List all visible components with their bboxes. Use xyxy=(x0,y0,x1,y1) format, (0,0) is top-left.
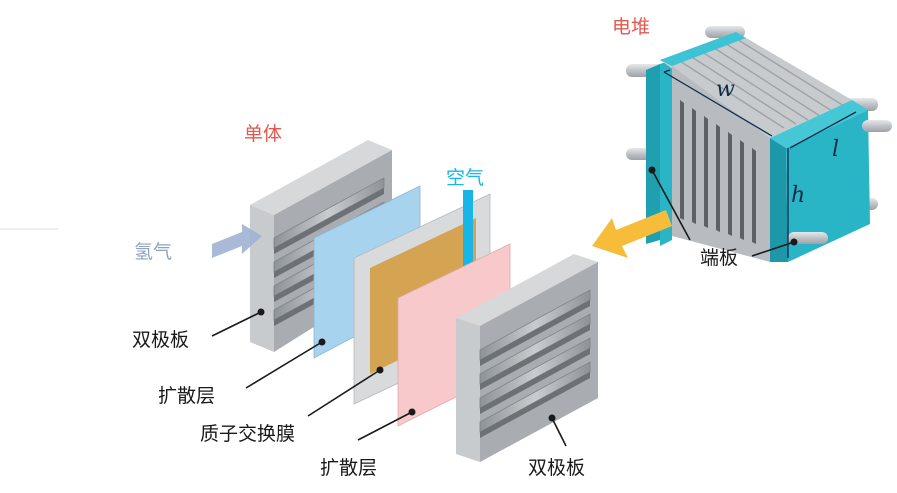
stack-front-face xyxy=(672,66,770,262)
stack-top-face xyxy=(660,32,852,138)
stack-group: w l h xyxy=(626,26,892,262)
stack-top-stripes xyxy=(671,35,845,129)
stack-end-plate-left xyxy=(646,64,660,244)
dimension-width-line xyxy=(663,69,773,137)
dimension-height-label: h xyxy=(791,183,805,208)
dimension-width-label: w xyxy=(716,77,735,102)
stack-end-plate-right-front xyxy=(770,138,788,262)
membrane-label: 质子交换膜 xyxy=(200,423,295,445)
leader-lines xyxy=(211,311,567,447)
air-arrow-shaft xyxy=(463,190,473,274)
dimension-length-line xyxy=(789,111,857,149)
air-label: 空气 xyxy=(446,167,484,189)
bipolar-plate-left-label: 双极板 xyxy=(132,329,189,351)
stack-to-cell-arrow xyxy=(592,210,672,258)
cell-title: 单体 xyxy=(244,123,282,145)
diffusion-layer-2-label: 扩散层 xyxy=(320,457,377,479)
bipolar-plate-right xyxy=(456,254,598,462)
stack-title: 电堆 xyxy=(612,16,650,38)
stack-cell-slots xyxy=(680,100,756,244)
stack-top-cap-left xyxy=(660,32,746,66)
stack-end-plate-right-side xyxy=(786,110,870,262)
end-plate-label: 端板 xyxy=(700,247,738,269)
stack-end-plate-right-top xyxy=(770,100,868,148)
end-plate-pointer-line xyxy=(751,241,795,257)
stack-end-plate-left-face xyxy=(660,60,672,246)
dimension-length-label: l xyxy=(832,137,839,162)
end-plate-pointer-line xyxy=(651,169,691,241)
stack-rod xyxy=(862,120,892,132)
hydrogen-arrow xyxy=(212,224,262,258)
diffusion-layer-1-label: 扩散层 xyxy=(158,385,215,407)
bipolar-plate-right-label: 双极板 xyxy=(528,457,585,479)
hydrogen-label: 氢气 xyxy=(134,241,172,263)
stack-rod xyxy=(788,232,828,244)
